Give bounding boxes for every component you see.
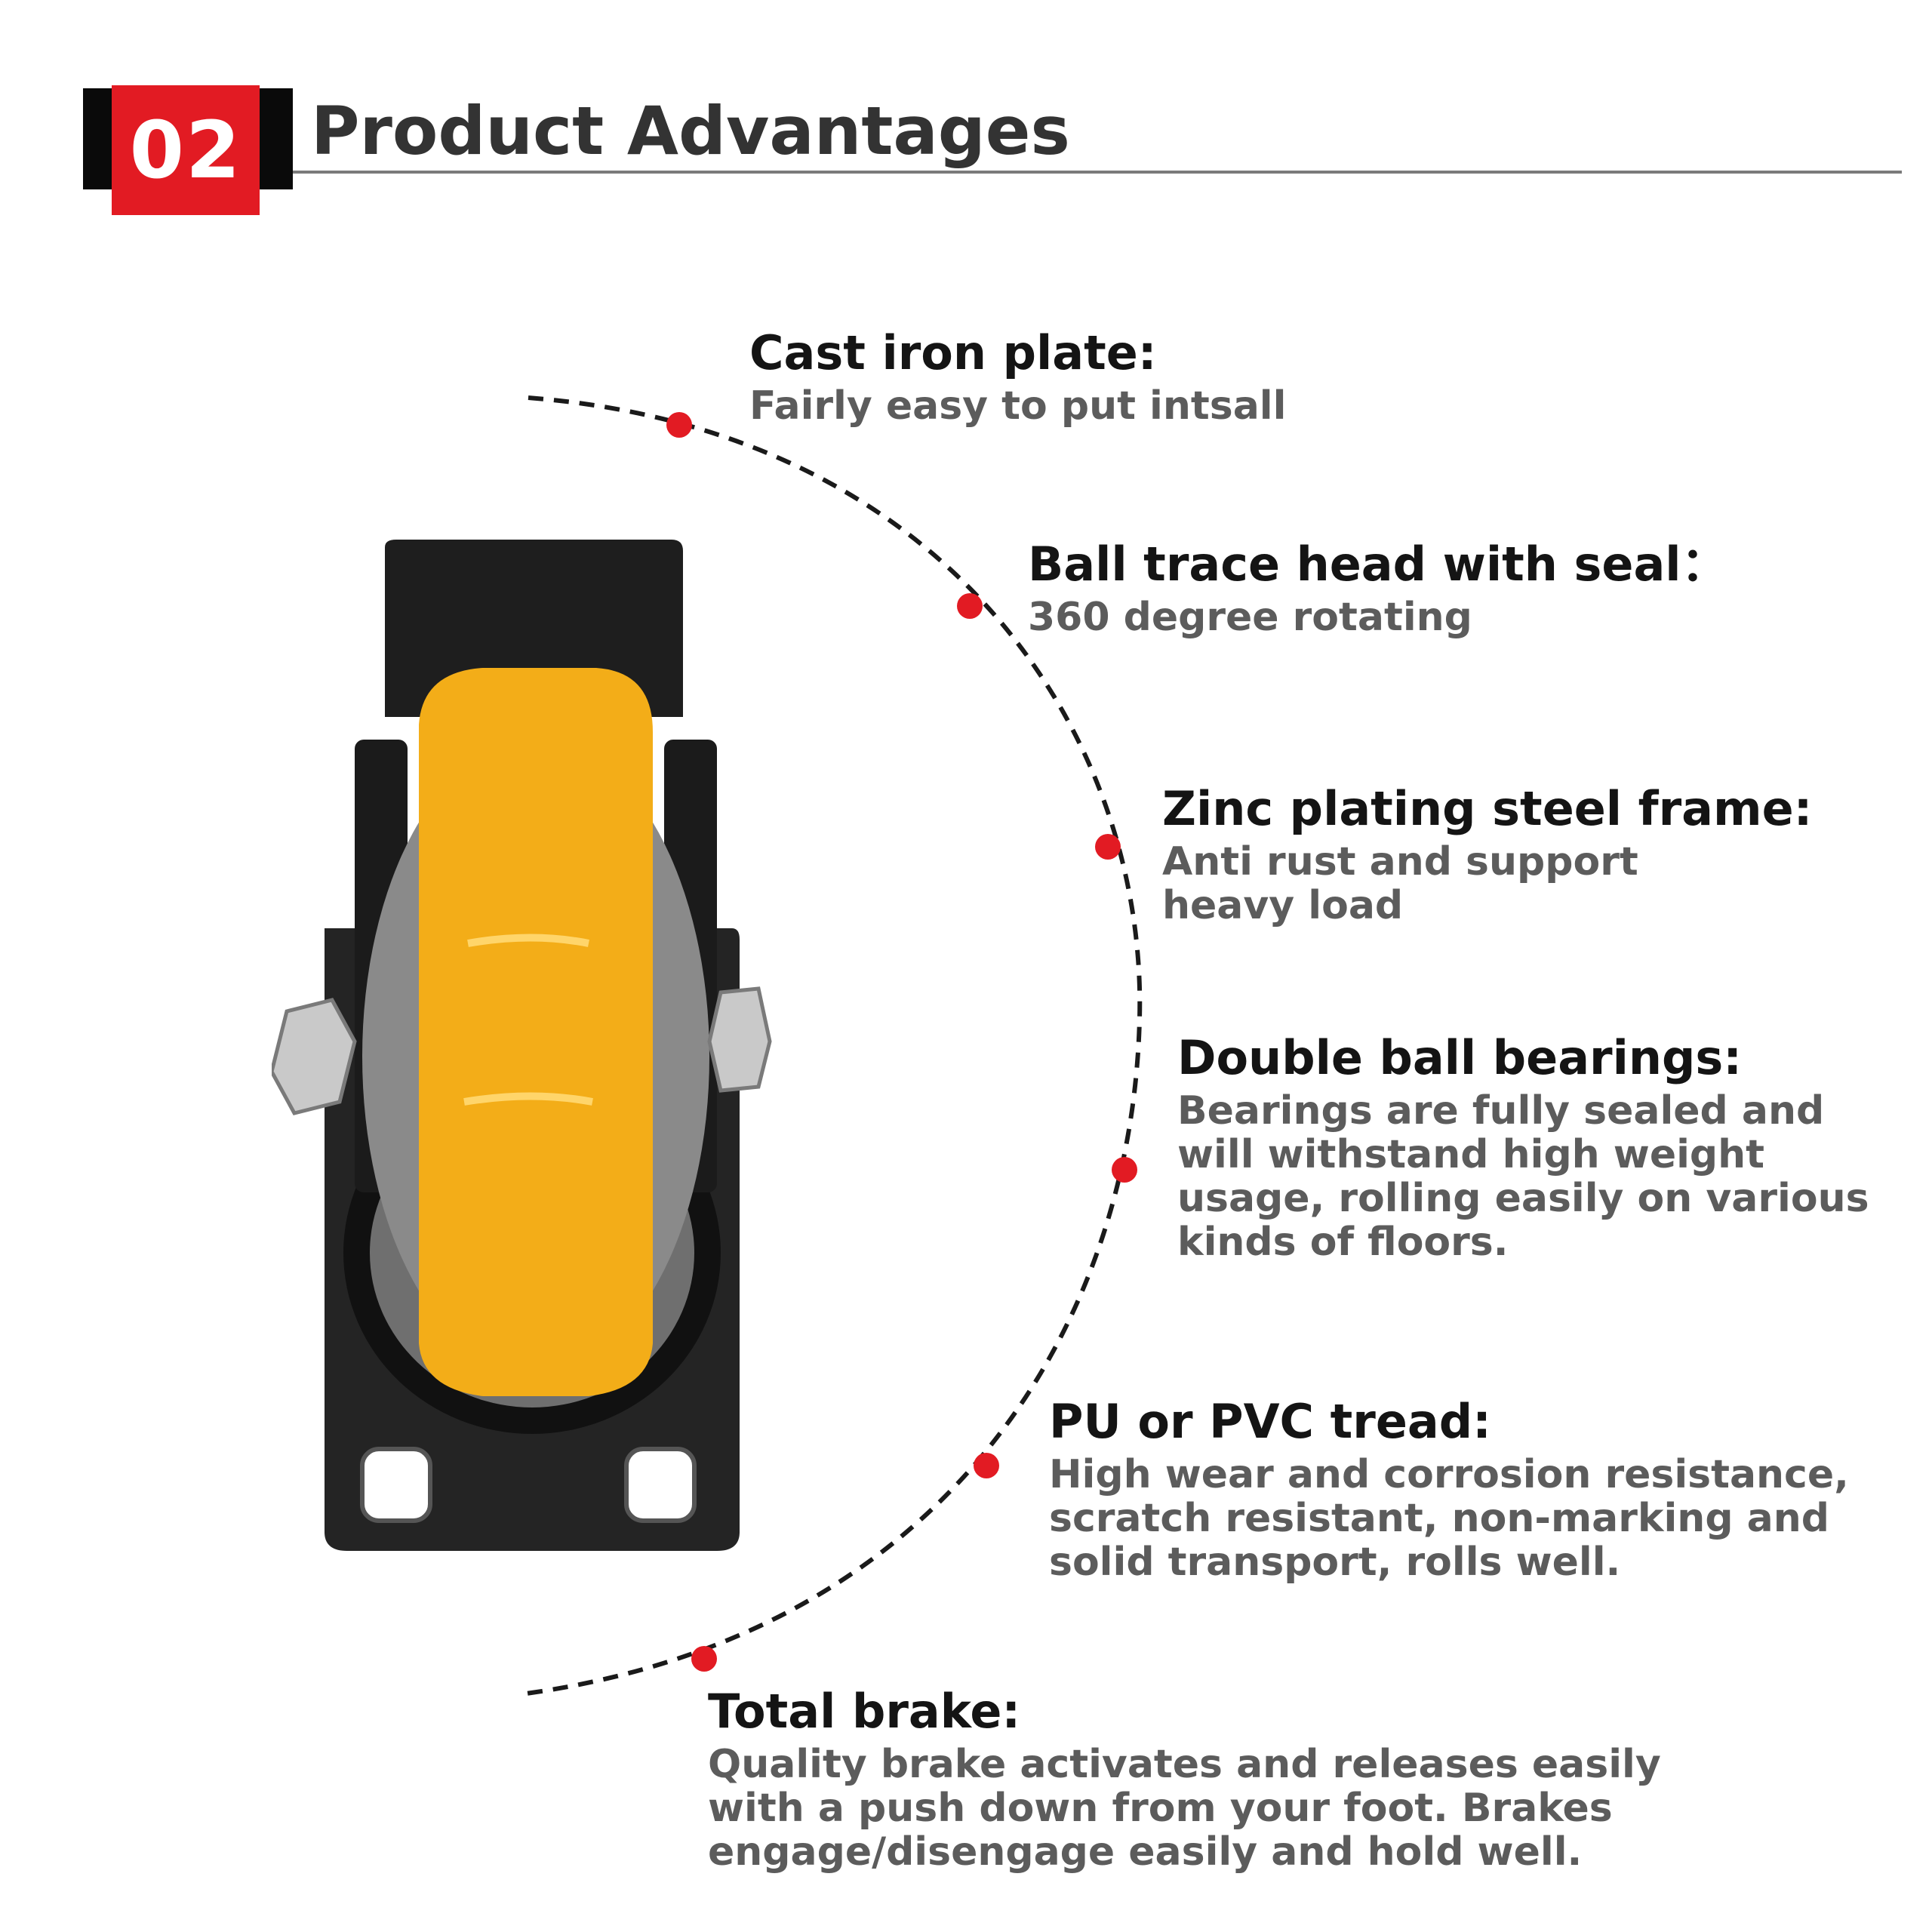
axle-nut-right: [707, 986, 772, 1093]
section-number-badge: 02: [112, 85, 260, 215]
arc-dot-3: [1095, 834, 1121, 860]
header-bar-right: [257, 88, 293, 189]
feature-cast-iron-plate: Cast iron plate: Fairly easy to put ints…: [749, 325, 1287, 429]
feature-total-brake: Total brake: Quality brake activates and…: [708, 1684, 1661, 1875]
plate-hole-left: [360, 1447, 432, 1523]
wheel-tread: [419, 668, 653, 1396]
feature-double-ball-bearings: Double ball bearings: Bearings are fully…: [1177, 1030, 1869, 1266]
feature-ball-trace-head: Ball trace head with seal： 360 degree ro…: [1028, 537, 1728, 641]
tread-shine: [467, 934, 589, 947]
arc-dot-1: [666, 412, 692, 438]
section-number: 02: [129, 104, 242, 196]
arc-dot-2: [957, 593, 983, 619]
feature-title: Double ball bearings:: [1177, 1030, 1743, 1085]
tread-shine-2: [463, 1092, 593, 1106]
feature-title: Zinc plating steel frame:: [1162, 781, 1813, 836]
header-divider: [293, 171, 1902, 174]
feature-desc: Anti rust and support heavy load: [1162, 839, 1638, 929]
section-title: Product Advantages: [311, 92, 1070, 170]
feature-title: PU or PVC tread:: [1049, 1394, 1491, 1449]
plate-hole-right: [624, 1447, 697, 1523]
dashed-arc-path: [520, 395, 1143, 1697]
feature-pu-pvc-tread: PU or PVC tread: High wear and corrosion…: [1049, 1394, 1849, 1586]
feature-desc: Bearings are fully sealed and will withs…: [1177, 1088, 1869, 1266]
feature-desc: High wear and corrosion resistance, scra…: [1049, 1452, 1849, 1586]
feature-desc: 360 degree rotating: [1028, 595, 1472, 641]
feature-title: Ball trace head with seal：: [1028, 537, 1728, 592]
arc-dot-5: [974, 1453, 999, 1478]
feature-zinc-plating-frame: Zinc plating steel frame: Anti rust and …: [1162, 782, 1812, 928]
arc-dot-6: [691, 1646, 717, 1672]
arc-dot-4: [1112, 1157, 1137, 1183]
feature-title: Cast iron plate:: [749, 325, 1157, 380]
feature-desc: Fairly easy to put intsall: [749, 383, 1287, 429]
feature-desc: Quality brake activates and releases eas…: [708, 1742, 1661, 1875]
caster-wheel-image: [272, 540, 772, 1551]
header-bar-left: [83, 88, 113, 189]
feature-title: Total brake:: [708, 1684, 1021, 1739]
axle-nut-left: [272, 998, 357, 1115]
